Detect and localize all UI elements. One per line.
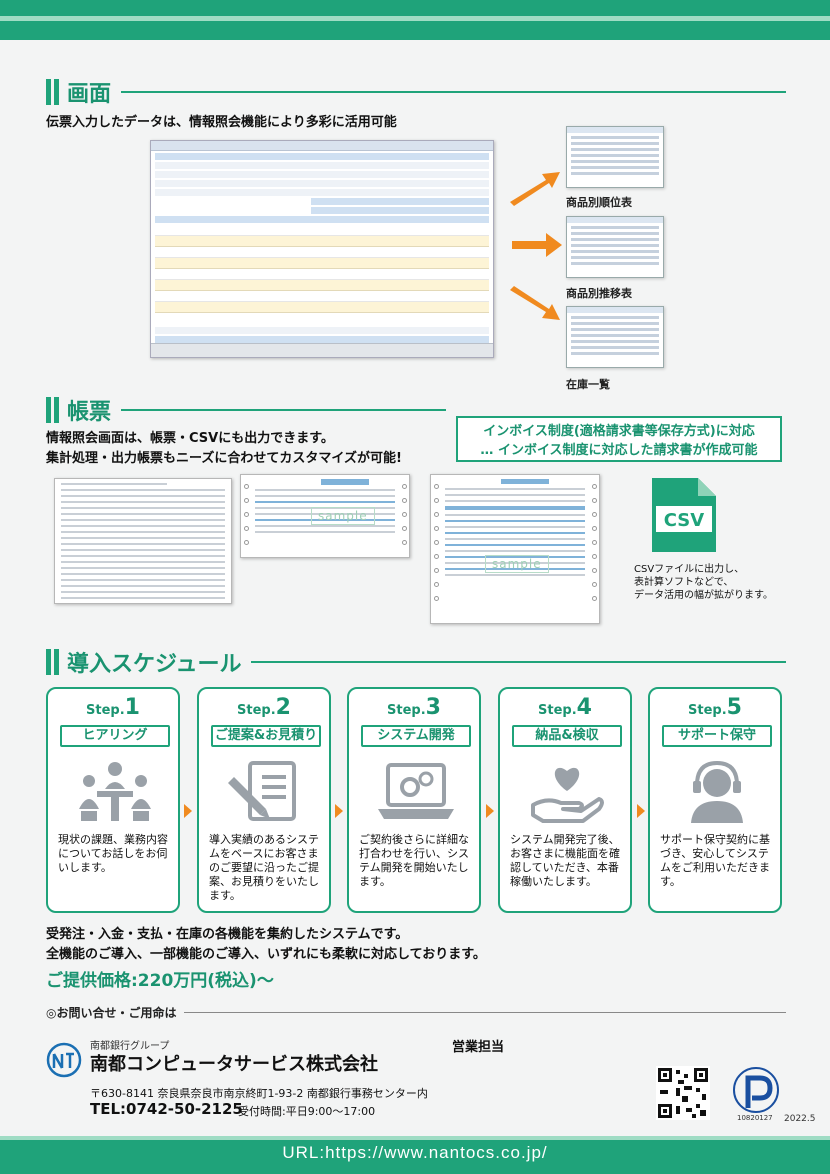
- step-description: システム開発完了後、お客さまに機能面を確認していただき、本番稼働いたします。: [510, 833, 620, 888]
- step-card-5: Step.5 サポート保守 サポート保守契約に基づき、安心してシステムをご利用い…: [648, 687, 782, 913]
- arrow-up-icon: [510, 172, 560, 206]
- step-description: サポート保守契約に基づき、安心してシステムをご利用いただきます。: [660, 833, 770, 888]
- csv-line: データ活用の幅が拡がります。: [634, 590, 773, 601]
- step-prefix: Step.: [86, 703, 125, 718]
- invoice-notice: インボイス制度(適格請求書等保存方式)に対応 … インボイス制度に対応した請求書…: [456, 416, 782, 462]
- price-text: ご提供価格:220万円(税込)〜: [46, 971, 274, 991]
- report-sample-delivery-slip: sample: [240, 474, 410, 558]
- report-sample-list: [54, 478, 232, 604]
- heart-hand-icon: [531, 767, 604, 823]
- csv-line: 表計算ソフトなどで、: [634, 577, 734, 588]
- company-name: 南都コンピュータサービス株式会社: [90, 1054, 378, 1075]
- summary-text: 受発注・入金・支払・在庫の各機能を集約したシステムです。 全機能のご導入、一部機…: [46, 925, 486, 965]
- step-name: サポート保守: [662, 725, 772, 747]
- step-card-1: Step.1 ヒアリング 現状の課題、業務内容についてお話しをお伺いします。: [46, 687, 180, 913]
- invoice-line-1: インボイス制度(適格請求書等保存方式)に対応: [483, 424, 755, 439]
- arrow-right-icon: [512, 233, 562, 257]
- step-card-4: Step.4 納品&検収 システム開発完了後、お客さまに機能面を確認していただき…: [498, 687, 632, 913]
- screen-lead: 伝票入力したデータは、情報照会機能により多彩に活用可能: [46, 115, 397, 130]
- section-title: 帳票: [67, 400, 112, 425]
- section-title: 導入スケジュール: [67, 652, 242, 677]
- step-description: 現状の課題、業務内容についてお話しをお伺いします。: [58, 833, 168, 874]
- step-arrow-icon: [184, 804, 192, 818]
- thumbnail-trend: [566, 216, 664, 278]
- step-number: 4: [576, 695, 592, 720]
- contact-header: ◎お問い合せ・ご用命は: [46, 1004, 786, 1021]
- company-tel: TEL:0742-50-2125: [90, 1100, 243, 1118]
- section-header-forms: 帳票: [46, 394, 786, 426]
- thumbnail-stock: [566, 306, 664, 368]
- step-description: 導入実績のあるシステムをベースにお客さまのご要望に沿ったご提案、お見積りをいたし…: [209, 833, 319, 902]
- section-header-schedule: 導入スケジュール: [46, 646, 786, 678]
- sales-contact: 営業担当: [452, 1040, 505, 1055]
- privacy-mark-number: 10820127: [737, 1114, 773, 1122]
- website-url-link[interactable]: URL:https://www.nantocs.co.jp/: [282, 1143, 548, 1162]
- meeting-icon: [79, 762, 151, 821]
- entry-screen-mock: [150, 140, 494, 358]
- step-description: ご契約後さらに詳細な打合わせを行い、システム開発を開始いたします。: [359, 833, 469, 888]
- step-prefix: Step.: [538, 703, 577, 718]
- sample-stamp: sample: [311, 507, 375, 525]
- step-arrow-icon: [335, 804, 343, 818]
- footer-bar: URL:https://www.nantocs.co.jp/: [0, 1136, 830, 1174]
- summary-line: 全機能のご導入、一部機能のご導入、いずれにも柔軟に対応しております。: [46, 947, 486, 962]
- step-prefix: Step.: [688, 703, 727, 718]
- summary-line: 受発注・入金・支払・在庫の各機能を集約したシステムです。: [46, 927, 409, 942]
- step-number: 3: [425, 695, 441, 720]
- group-name: 南都銀行グループ: [90, 1041, 170, 1052]
- section-title: 画面: [67, 82, 112, 107]
- thumbnail-label: 商品別順位表: [566, 196, 632, 209]
- step-arrow-icon: [637, 804, 645, 818]
- proposal-icon: [228, 761, 296, 821]
- step-prefix: Step.: [387, 703, 426, 718]
- sample-stamp: sample: [485, 555, 549, 573]
- csv-icon-label: CSV: [664, 510, 705, 531]
- step-card-2: Step.2 ご提案&お見積り 導入実績のあるシステムをベースにお客さまのご要望…: [197, 687, 331, 913]
- laptop-gear-icon: [378, 763, 454, 819]
- top-banner: [0, 0, 830, 40]
- thumbnail-label: 在庫一覧: [566, 378, 610, 391]
- csv-file-icon: CSV: [652, 478, 716, 552]
- step-name: システム開発: [361, 725, 471, 747]
- thumbnail-ranking: [566, 126, 664, 188]
- headset-support-icon: [691, 760, 743, 823]
- step-name: 納品&検収: [512, 725, 622, 747]
- arrow-down-icon: [510, 286, 560, 320]
- contact-heading: ◎お問い合せ・ご用命は: [46, 1006, 177, 1020]
- forms-lead-1: 情報照会画面は、帳票・CSVにも出力できます。: [46, 431, 334, 446]
- csv-line: CSVファイルに出力し、: [634, 564, 745, 575]
- invoice-line-2: … インボイス制度に対応した請求書が作成可能: [480, 443, 758, 458]
- step-arrow-icon: [486, 804, 494, 818]
- step-name: ご提案&お見積り: [211, 725, 321, 747]
- step-name: ヒアリング: [60, 725, 170, 747]
- step-card-3: Step.3 システム開発 ご契約後さらに詳細な打合わせを行い、システム開発を開…: [347, 687, 481, 913]
- step-number: 1: [124, 695, 140, 720]
- report-sample-invoice: sample: [430, 474, 600, 624]
- publish-date: 2022.5: [784, 1114, 816, 1124]
- step-prefix: Step.: [237, 703, 276, 718]
- section-header-screen: 画面: [46, 76, 786, 108]
- company-logo-icon: [46, 1042, 82, 1078]
- privacy-mark-icon: [733, 1067, 779, 1113]
- thumbnail-label: 商品別推移表: [566, 287, 632, 300]
- step-number: 5: [726, 695, 742, 720]
- csv-description: CSVファイルに出力し、 表計算ソフトなどで、 データ活用の幅が拡がります。: [634, 563, 773, 602]
- qr-code-icon[interactable]: [656, 1066, 710, 1120]
- step-number: 2: [275, 695, 291, 720]
- business-hours: 受付時間:平日9:00〜17:00: [238, 1105, 376, 1118]
- forms-lead-2: 集計処理・出力帳票もニーズに合わせてカスタマイズが可能!: [46, 451, 402, 466]
- company-address: 〒630-8141 奈良県奈良市南京終町1-93-2 南都銀行事務センター内: [90, 1087, 428, 1100]
